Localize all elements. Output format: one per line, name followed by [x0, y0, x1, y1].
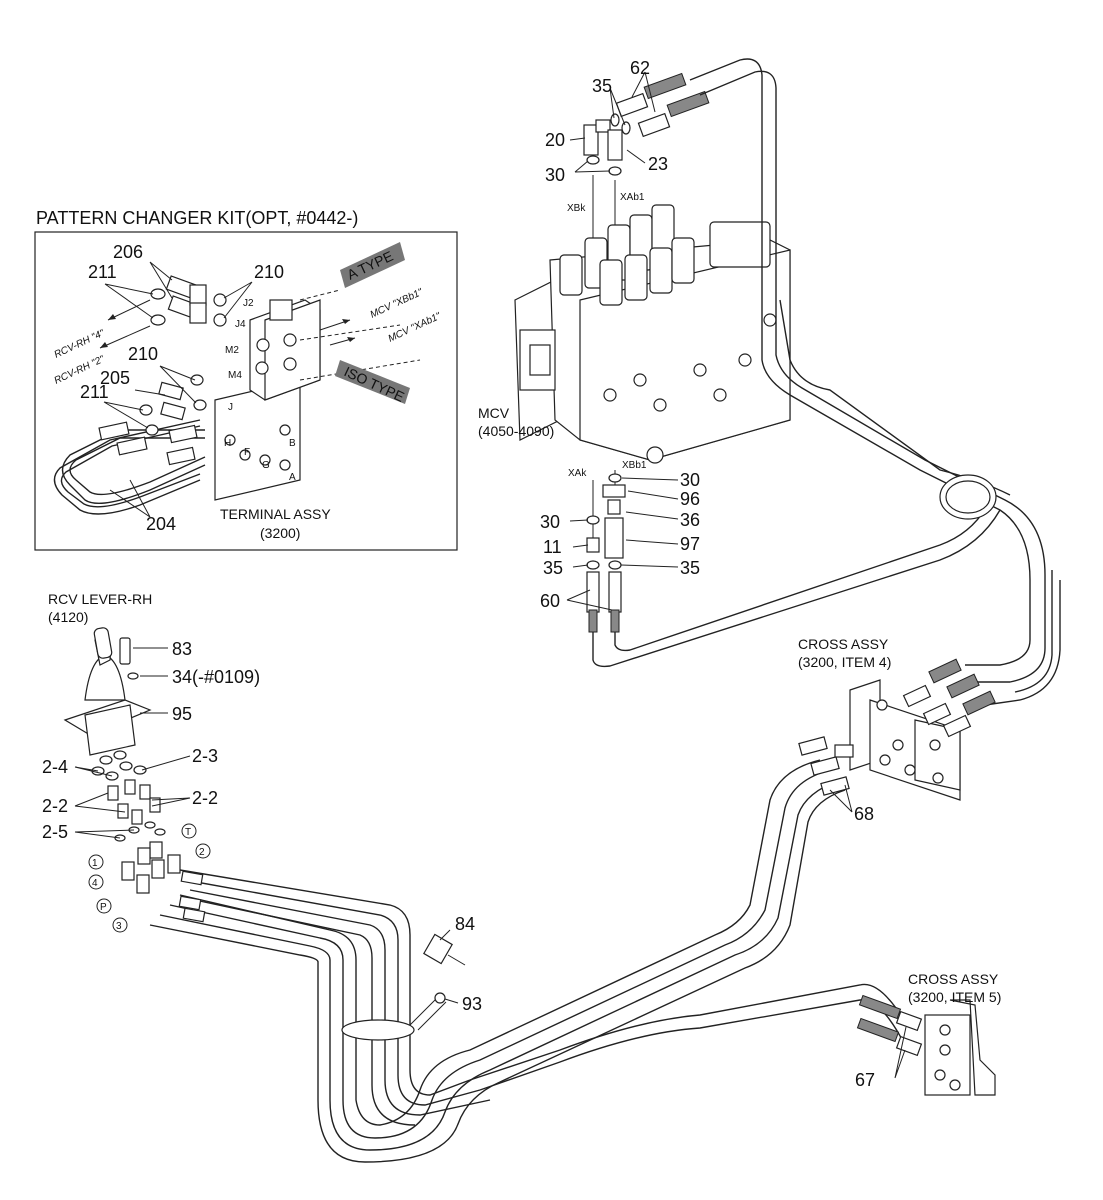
terminal-block: [214, 289, 421, 501]
part-2-5: 2-5: [42, 822, 68, 842]
part-67: 67: [855, 1070, 875, 1090]
leader-lines: [74, 71, 907, 1079]
port-m4: M4: [228, 370, 242, 381]
part-96: 96: [680, 489, 700, 509]
label-terminal-item: (3200): [260, 525, 300, 541]
port-j4: J4: [235, 319, 246, 330]
port-xak: XAk: [568, 468, 587, 479]
main-hoses: [149, 58, 1061, 1163]
mcv-bottom-fittings: [586, 470, 626, 633]
part-205: 205: [100, 368, 130, 388]
part-206: 206: [113, 242, 143, 262]
type-badges: A TYPE ISO TYPE: [335, 242, 410, 405]
label-mcv-range: (4050-4090): [478, 423, 554, 439]
part-210-a: 210: [254, 262, 284, 282]
circled-ports: 1 4 P 3 2 T: [88, 823, 211, 933]
part-11: 11: [543, 537, 562, 557]
label-mcv: MCV: [478, 405, 510, 421]
kit-title: PATTERN CHANGER KIT(OPT, #0442-): [36, 208, 358, 228]
part-84: 84: [455, 914, 475, 934]
cross-assy-4: [798, 658, 996, 801]
port-xab1: XAb1: [620, 192, 645, 203]
port-j: J: [228, 402, 233, 413]
port-xbk: XBk: [567, 203, 586, 214]
port-m2: M2: [225, 345, 239, 356]
part-95: 95: [172, 704, 192, 724]
part-2-2-b: 2-2: [192, 788, 218, 808]
part-2-4: 2-4: [42, 757, 68, 777]
mcv-valve: [514, 204, 791, 464]
port-a: A: [289, 472, 296, 483]
part-93: 93: [462, 994, 482, 1014]
kit-arrows: [99, 299, 356, 349]
part-2-2-a: 2-2: [42, 796, 68, 816]
part-68: 68: [854, 804, 874, 824]
port-circle-p: P: [100, 902, 107, 913]
kit-hoses: [53, 419, 206, 515]
part-36: 36: [680, 510, 700, 530]
port-f: F: [244, 447, 250, 458]
part-35-a: 35: [592, 76, 612, 96]
label-a-type: A TYPE: [345, 248, 396, 283]
port-circle-2: 2: [199, 847, 205, 858]
part-211-a: 211: [88, 262, 117, 282]
rcv-fittings: [91, 750, 181, 894]
rcv-lever: [63, 627, 152, 756]
port-b: B: [289, 438, 296, 449]
kit-leaders: [103, 261, 253, 518]
kit-fittings: [139, 275, 227, 436]
cross-assy-5: [856, 994, 996, 1096]
part-97: 97: [680, 534, 700, 554]
part-211-b: 211: [80, 382, 109, 402]
port-circle-3: 3: [116, 921, 122, 932]
port-circle-4: 4: [92, 878, 98, 889]
kit-frame: [34, 231, 458, 551]
label-mcv-xab1: MCV "XAb1": [387, 311, 443, 345]
part-30-a: 30: [545, 165, 565, 185]
label-rcv-item: (4120): [48, 609, 88, 625]
mcv-top-fittings: [583, 72, 710, 238]
part-204: 204: [146, 514, 176, 534]
part-210-b: 210: [128, 344, 158, 364]
label-terminal: TERMINAL ASSY: [220, 506, 331, 522]
part-30-c: 30: [540, 512, 560, 532]
label-cross4-item: (3200, ITEM 4): [798, 654, 891, 670]
part-83: 83: [172, 639, 192, 659]
part-35-b: 35: [543, 558, 563, 578]
part-2-3: 2-3: [192, 746, 218, 766]
port-circle-t: T: [185, 827, 191, 838]
part-34: 34(-#0109): [172, 667, 260, 687]
part-30-b: 30: [680, 470, 700, 490]
part-20: 20: [545, 130, 565, 150]
label-rcv: RCV LEVER-RH: [48, 591, 152, 607]
port-h: H: [224, 438, 231, 449]
port-j2: J2: [243, 298, 254, 309]
label-cross5: CROSS ASSY: [908, 971, 999, 987]
port-xbb1: XBb1: [622, 460, 647, 471]
part-23: 23: [648, 154, 668, 174]
part-60: 60: [540, 591, 560, 611]
label-cross4: CROSS ASSY: [798, 636, 889, 652]
port-g: G: [262, 460, 270, 471]
part-35-c: 35: [680, 558, 700, 578]
port-circle-1: 1: [92, 858, 98, 869]
label-mcv-xbb1: MCV "XBb1": [369, 287, 425, 321]
label-cross5-item: (3200, ITEM 5): [908, 989, 1001, 1005]
part-62: 62: [630, 58, 650, 78]
